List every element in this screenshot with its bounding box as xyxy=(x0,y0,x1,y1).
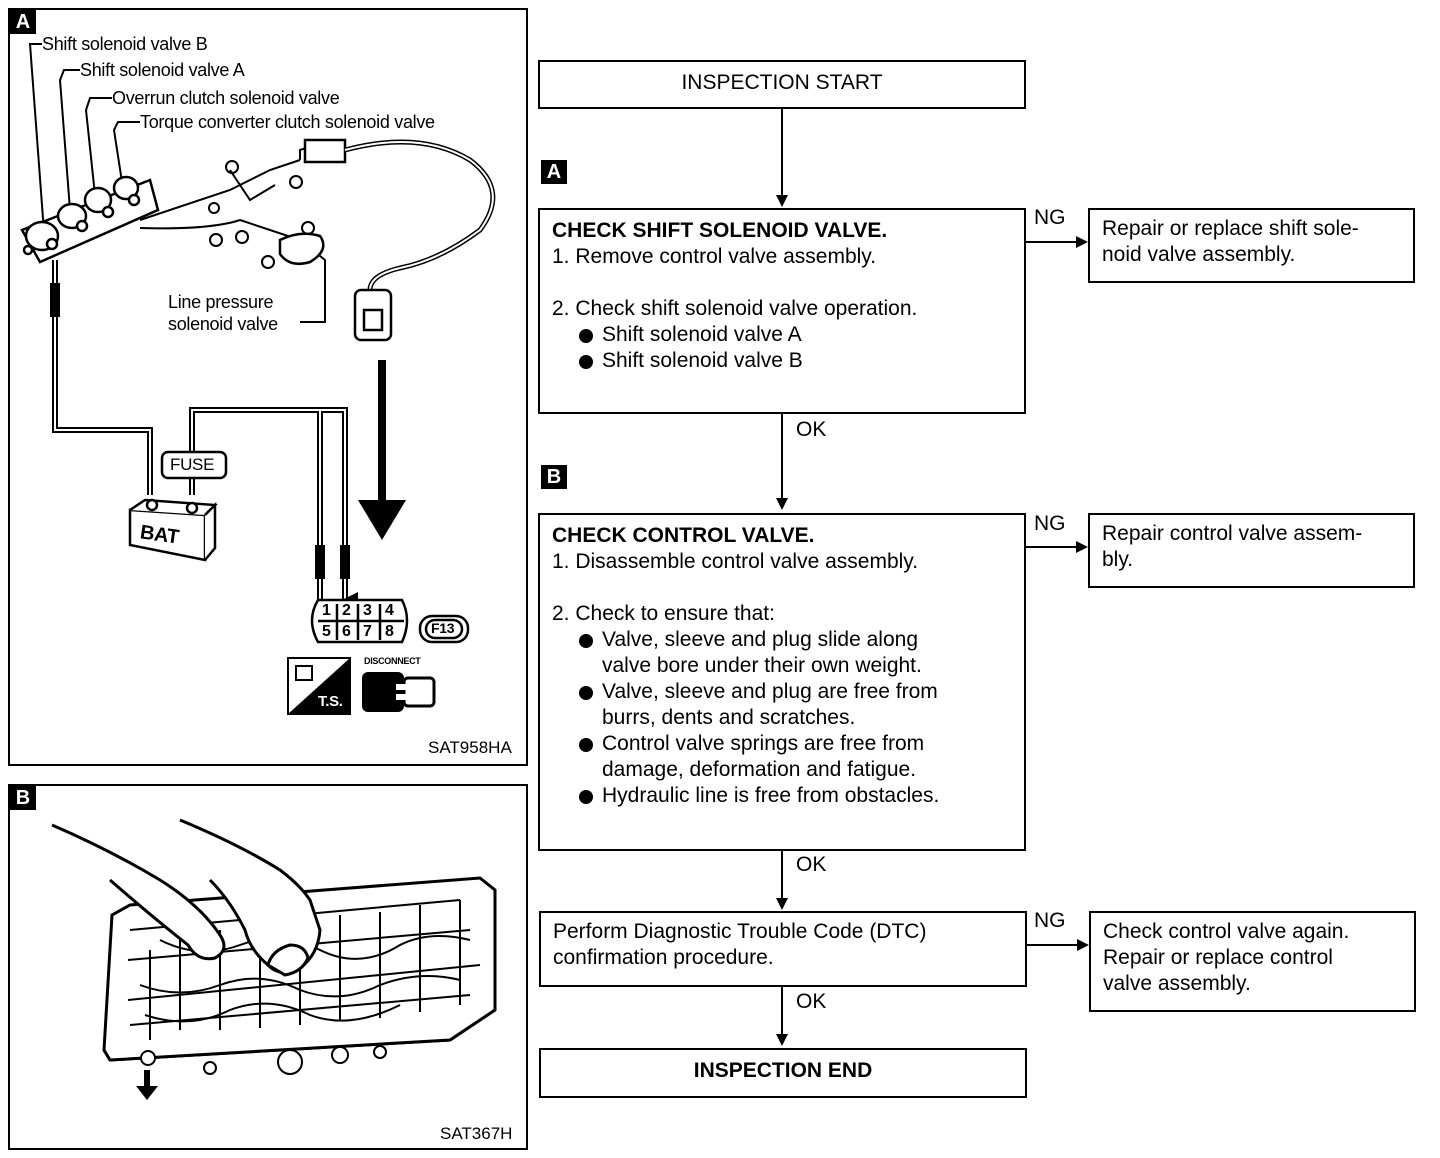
step2-line2: 2. Check to ensure that: xyxy=(552,602,775,625)
step2-bullet2-a: Valve, sleeve and plug are free from xyxy=(576,679,1012,705)
step-check-control-valve: CHECK CONTROL VALVE. 1. Disassemble cont… xyxy=(538,513,1026,851)
label-shift-solenoid-a: Shift solenoid valve A xyxy=(80,60,245,80)
label-torque-converter: Torque converter clutch solenoid valve xyxy=(140,112,435,132)
label-overrun-clutch: Overrun clutch solenoid valve xyxy=(112,88,340,108)
ng1-line2: noid valve assembly. xyxy=(1102,243,1296,266)
step1-bullet1: Shift solenoid valve A xyxy=(576,322,1012,348)
step2-bullet3-b: damage, deformation and fatigue. xyxy=(602,758,917,781)
inspection-end-box: INSPECTION END xyxy=(539,1048,1027,1098)
panel-a-code: SAT958HA xyxy=(428,738,512,757)
pin-8: 8 xyxy=(385,623,394,640)
pin-6: 6 xyxy=(342,623,351,640)
panel-a-badge: A xyxy=(10,10,36,34)
step2-bullet4: Hydraulic line is free from obstacles. xyxy=(576,783,1012,809)
panel-b-badge: B xyxy=(10,786,36,810)
step1-line2: 2. Check shift solenoid valve operation. xyxy=(552,297,918,320)
pin-2: 2 xyxy=(342,602,351,619)
inspection-start-label: INSPECTION START xyxy=(681,71,883,94)
pin-3: 3 xyxy=(363,602,372,619)
flow-marker-a: A xyxy=(541,160,567,184)
flow-marker-b: B xyxy=(541,465,567,489)
label-fuse: FUSE xyxy=(170,455,215,474)
ng2-line1: Repair control valve assem- xyxy=(1102,522,1363,545)
label-line-pressure-2: solenoid valve xyxy=(168,314,278,334)
ng2-line2: bly. xyxy=(1102,548,1134,571)
label-line-pressure-1: Line pressure xyxy=(168,292,274,312)
ng-label-2: NG xyxy=(1034,512,1066,535)
ng3-action-box: Check control valve again. Repair or rep… xyxy=(1089,911,1416,1012)
step2-bullet2-b: burrs, dents and scratches. xyxy=(602,706,856,729)
ng1-action-box: Repair or replace shift sole- noid valve… xyxy=(1088,208,1415,283)
ng-label-3: NG xyxy=(1034,909,1066,932)
step2-title: CHECK CONTROL VALVE. xyxy=(552,524,815,547)
ts-label: T.S. xyxy=(318,693,343,710)
ng2-action-box: Repair control valve assem- bly. xyxy=(1088,513,1415,588)
ok-label-2: OK xyxy=(796,853,827,876)
step2-bullet3-a: Control valve springs are free from xyxy=(576,731,1012,757)
pin-4: 4 xyxy=(385,602,394,619)
ok-label-1: OK xyxy=(796,418,827,441)
ng-label-1: NG xyxy=(1034,206,1066,229)
ng1-line1: Repair or replace shift sole- xyxy=(1102,217,1359,240)
inspection-end-label: INSPECTION END xyxy=(693,1059,873,1082)
step3-line2: confirmation procedure. xyxy=(553,946,774,969)
step-perform-dtc: Perform Diagnostic Trouble Code (DTC) co… xyxy=(539,911,1027,987)
pin-1: 1 xyxy=(322,602,331,619)
ng3-line2: Repair or replace control xyxy=(1103,946,1333,969)
step2-bullet1-a: Valve, sleeve and plug slide along xyxy=(576,627,1012,653)
step1-bullet2: Shift solenoid valve B xyxy=(576,348,1012,374)
step2-line1: 1. Disassemble control valve assembly. xyxy=(552,550,919,573)
connector-id: F13 xyxy=(431,620,455,636)
step1-title: CHECK SHIFT SOLENOID VALVE. xyxy=(552,219,888,242)
step2-bullet1-b: valve bore under their own weight. xyxy=(602,654,922,677)
inspection-start-box: INSPECTION START xyxy=(538,60,1026,109)
step-check-shift-solenoid: CHECK SHIFT SOLENOID VALVE. 1. Remove co… xyxy=(538,208,1026,414)
panel-b-code: SAT367H xyxy=(440,1124,513,1143)
pin-5: 5 xyxy=(322,623,331,640)
step3-line1: Perform Diagnostic Trouble Code (DTC) xyxy=(553,920,927,943)
step1-line1: 1. Remove control valve assembly. xyxy=(552,245,877,268)
ok-label-3: OK xyxy=(796,990,827,1013)
ng3-line3: valve assembly. xyxy=(1103,972,1251,995)
label-shift-solenoid-b: Shift solenoid valve B xyxy=(42,34,208,54)
pin-7: 7 xyxy=(363,623,372,640)
ng3-line1: Check control valve again. xyxy=(1103,920,1350,943)
disconnect-label: DISCONNECT xyxy=(364,656,421,666)
